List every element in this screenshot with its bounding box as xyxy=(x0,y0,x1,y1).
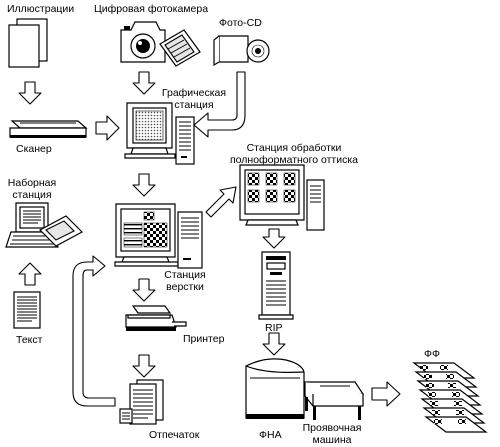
text-label: Текст xyxy=(16,334,43,346)
arrow-photocd-to-graphics xyxy=(193,71,246,138)
typesetting-station-label: Наборная станция xyxy=(7,177,57,201)
illustrations-sheets-icon xyxy=(8,18,48,68)
printout-stack-icon xyxy=(119,379,164,425)
photo-cd-icon xyxy=(213,35,270,67)
typesetting-station-laptop-icon xyxy=(5,202,83,248)
layout-station-label: Станция верстки xyxy=(164,269,206,293)
printout-label: Отпечаток xyxy=(149,429,200,441)
graphics-station-monitor-icon xyxy=(124,102,195,165)
digital-camera-icon xyxy=(120,21,201,67)
arrow-printout-feedback-to-layout xyxy=(72,255,116,407)
printer-label: Принтер xyxy=(183,333,225,345)
imagesetter-label: ФНА xyxy=(259,429,282,441)
arrow-camera-to-graphics xyxy=(132,71,156,95)
film-label: ФФ xyxy=(424,348,440,360)
processor-label: Проявочная машина xyxy=(302,422,362,446)
arrow-illustrations-to-scanner xyxy=(18,81,42,105)
scanner-icon xyxy=(9,120,88,138)
scanner-label: Сканер xyxy=(16,143,52,155)
rip-label: RIP xyxy=(265,322,283,334)
rip-server-icon xyxy=(258,251,294,320)
arrow-layout-to-printer xyxy=(132,278,156,302)
arrow-processor-to-film xyxy=(371,381,401,407)
illustrations-label: Иллюстрации xyxy=(7,3,75,15)
graphics-station-label: Графическая станция xyxy=(161,87,227,111)
film-stack-icon xyxy=(412,362,488,433)
text-page-icon xyxy=(13,291,41,329)
proof-station-label: Станция обработки полноформатного оттиск… xyxy=(229,142,358,166)
arrow-proof-to-rip xyxy=(262,228,286,249)
layout-station-monitor-icon xyxy=(114,203,203,269)
arrow-scanner-to-graphics xyxy=(95,115,120,141)
printer-icon xyxy=(125,305,187,331)
imagesetter-icon xyxy=(245,358,305,419)
digital-camera-label: Цифровая фотокамера xyxy=(94,3,209,15)
processor-machine-icon xyxy=(303,381,365,420)
arrow-printer-to-printout xyxy=(132,354,156,378)
arrow-typesetting-to-text-link xyxy=(18,262,42,286)
photo-cd-label: Фото-CD xyxy=(219,17,262,29)
proof-station-monitor-icon xyxy=(239,164,325,231)
arrow-graphics-to-layout xyxy=(132,173,156,197)
arrow-layout-to-proof xyxy=(205,186,237,218)
arrow-rip-to-imagesetter xyxy=(262,332,286,356)
